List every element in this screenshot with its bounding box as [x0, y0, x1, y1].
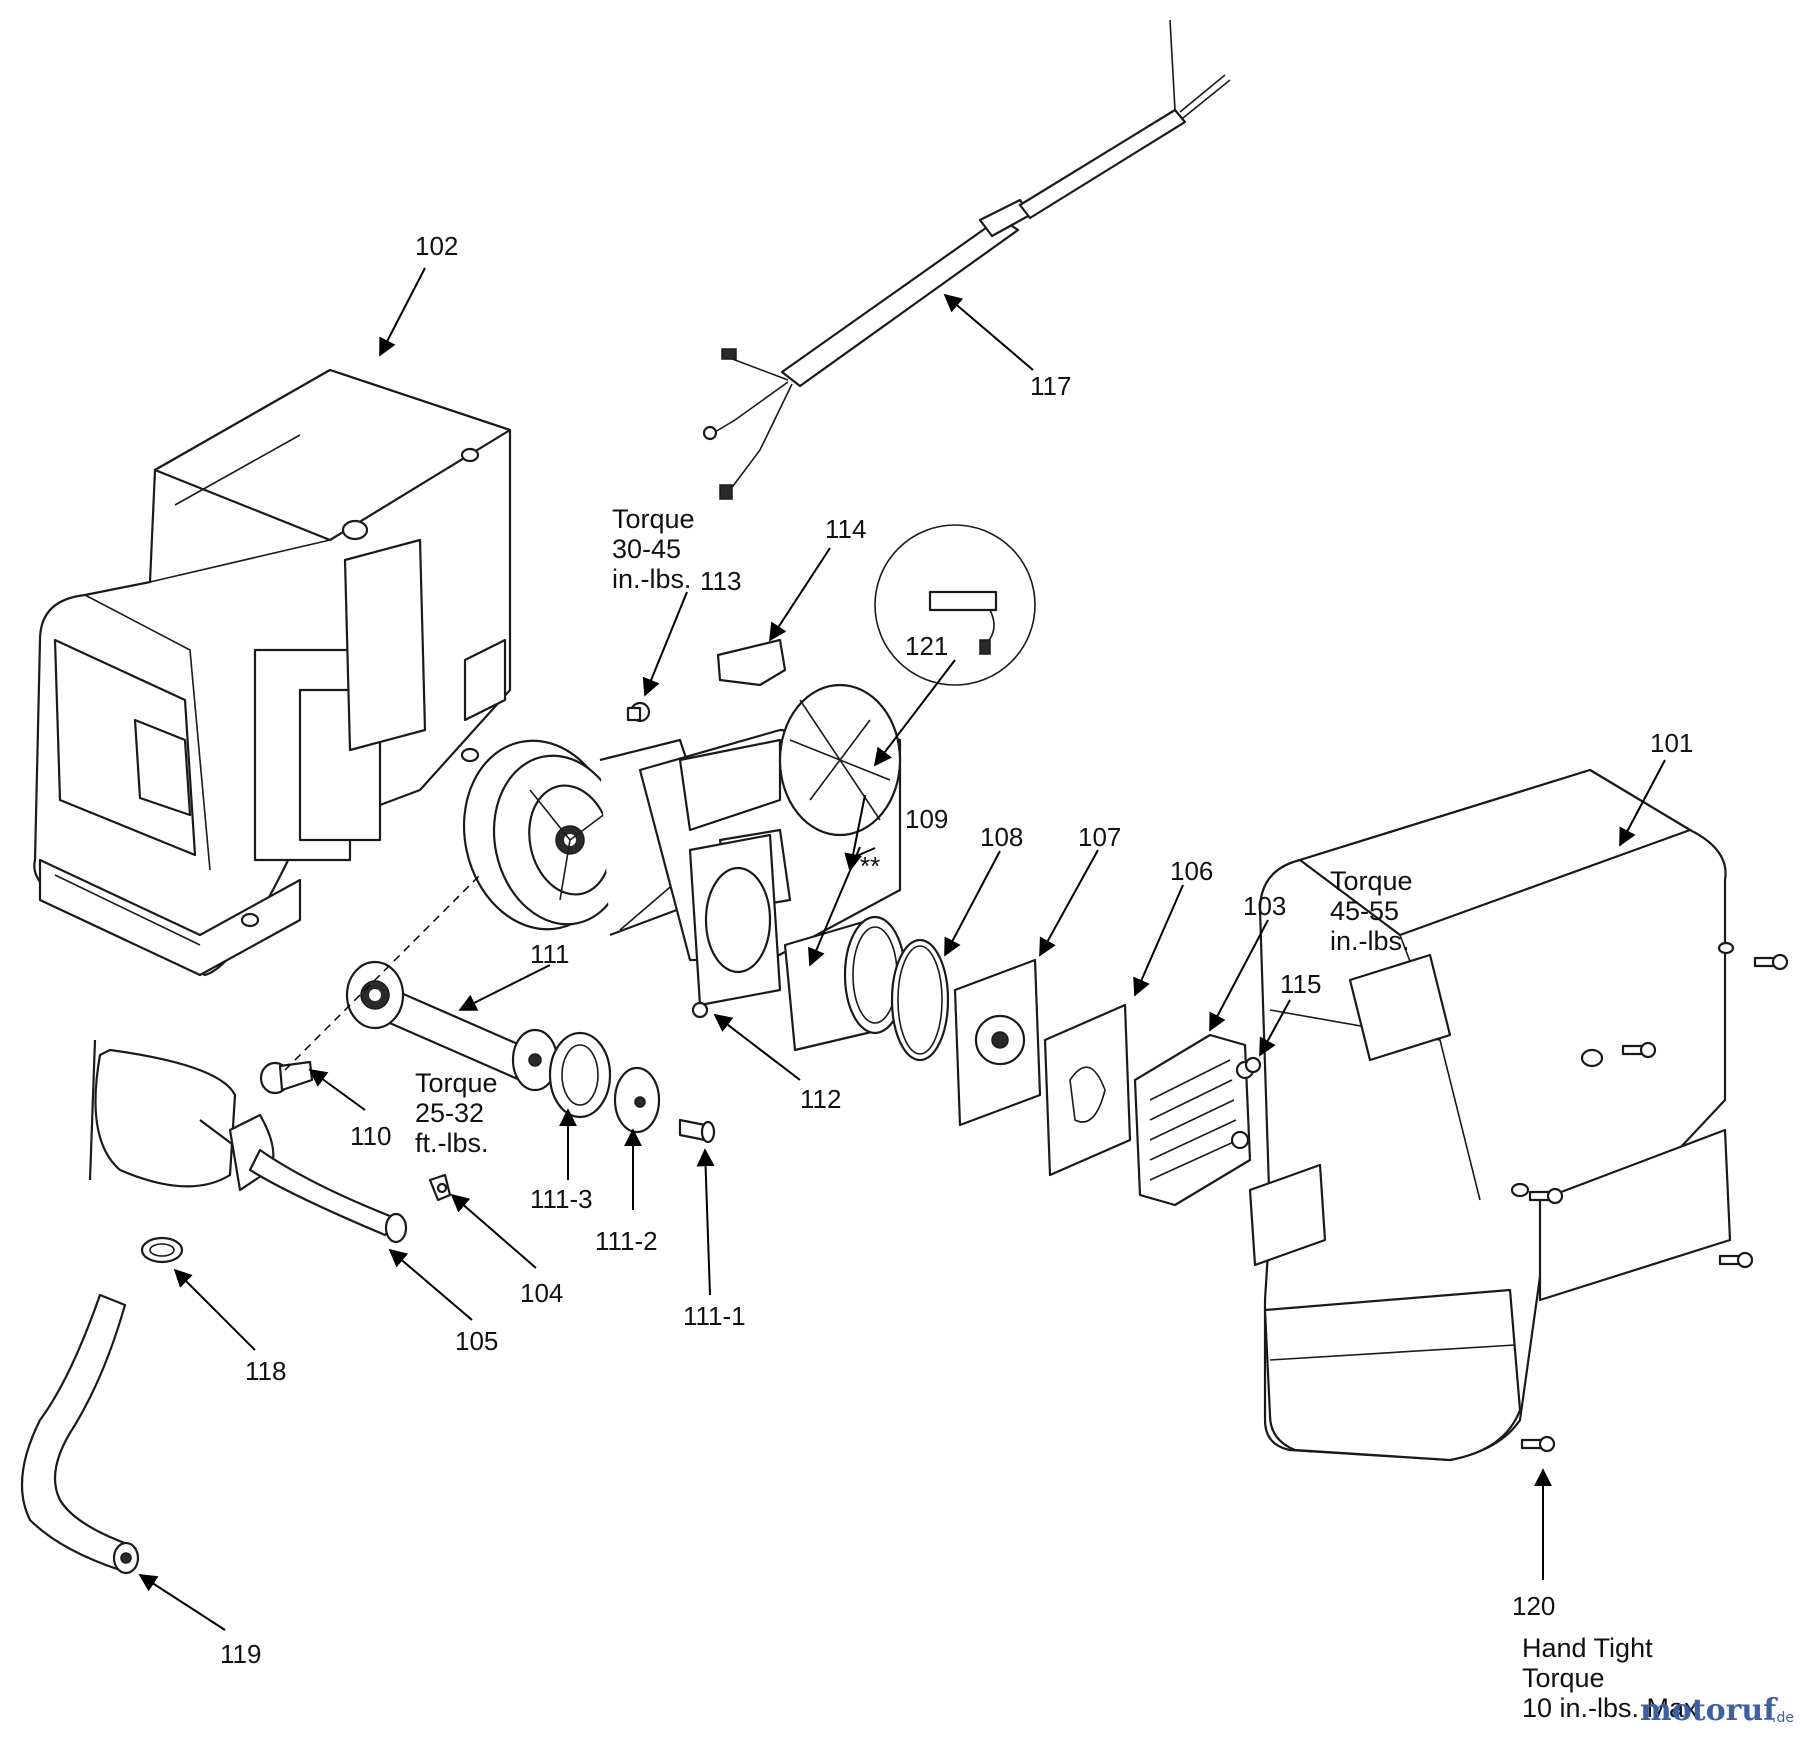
svg-text:45-55: 45-55: [1330, 896, 1399, 926]
label-108: 108: [980, 822, 1023, 852]
label-103: 103: [1243, 891, 1286, 921]
part-labels: 102 117 114 113 121 101 109 108 107 106 …: [220, 231, 1693, 1669]
label-111: 111: [530, 939, 570, 969]
retainer-111-3: [548, 1031, 612, 1119]
svg-text:ft.-lbs.: ft.-lbs.: [415, 1128, 489, 1158]
screw-icon: [1753, 953, 1789, 971]
svg-text:Torque: Torque: [612, 504, 695, 534]
label-117: 117: [1030, 371, 1071, 401]
svg-text:30-45: 30-45: [612, 534, 681, 564]
detail-121: [874, 524, 1036, 686]
connecting-rod-111: [345, 960, 559, 1092]
label-112: 112: [800, 1084, 841, 1114]
screw-icon: [1718, 1251, 1754, 1269]
screw-icon: [1621, 1041, 1657, 1059]
label-107: 107: [1078, 822, 1121, 852]
svg-text:25-32: 25-32: [415, 1098, 484, 1128]
screw-111-1: [678, 1118, 716, 1144]
outlet-tube-105: [88, 1039, 408, 1244]
right-shroud-101: [1248, 768, 1735, 1462]
label-115: 115: [1280, 969, 1321, 999]
washer-111-2: [613, 1066, 661, 1134]
hose-119: [20, 1293, 140, 1575]
shroud-screws: [1520, 953, 1789, 1453]
label-118: 118: [245, 1356, 286, 1386]
label-113: 113: [700, 566, 741, 596]
screw-110: [259, 1060, 314, 1095]
svg-text:Torque: Torque: [1330, 866, 1413, 896]
label-106: 106: [1170, 856, 1213, 886]
label-104: 104: [520, 1278, 563, 1308]
label-121: 121: [905, 631, 948, 661]
torque-note-101: Torque 45-55 in.-lbs.: [1330, 866, 1413, 956]
screw-icon: [1520, 1435, 1556, 1453]
label-109: 109: [905, 804, 948, 834]
torque-note-111: Torque 25-32 ft.-lbs.: [415, 1068, 498, 1158]
svg-text:.de: .de: [1772, 1710, 1794, 1726]
svg-text:motoruf: motoruf: [1640, 1693, 1778, 1728]
label-119: 119: [220, 1639, 261, 1669]
label-110: 110: [350, 1121, 391, 1151]
block-114: [716, 638, 787, 687]
svg-text:Hand Tight: Hand Tight: [1522, 1633, 1653, 1663]
svg-text:in.-lbs.: in.-lbs.: [612, 564, 692, 594]
label-111-1: 111-1: [683, 1301, 746, 1331]
screw-113: [626, 701, 651, 723]
assembly-axis-dashed: [284, 874, 481, 1071]
svg-text:in.-lbs.: in.-lbs.: [1330, 926, 1410, 956]
screw-icon: [1528, 1187, 1564, 1205]
clip-104: [428, 1173, 452, 1202]
watermark-logo: motoruf .de: [1640, 1693, 1794, 1728]
left-shroud-102: [33, 368, 512, 977]
label-111-3: 111-3: [530, 1184, 593, 1214]
torque-note-113: Torque 30-45 in.-lbs.: [612, 504, 695, 594]
leader-lines: [138, 267, 1666, 1631]
svg-text:Torque: Torque: [415, 1068, 498, 1098]
svg-text:Torque: Torque: [1522, 1663, 1605, 1693]
hose-clamp-118: [140, 1236, 184, 1264]
label-111-2: 111-2: [595, 1226, 658, 1256]
power-cord-117: [702, 19, 1231, 500]
label-101: 101: [1650, 728, 1693, 758]
label-114: 114: [825, 514, 866, 544]
label-120: 120: [1512, 1591, 1555, 1621]
pump-motor-assembly: [462, 683, 1262, 1207]
torque-note-120: Hand Tight Torque 10 in.-lbs. Max: [1522, 1633, 1698, 1723]
label-102: 102: [415, 231, 458, 261]
svg-text:10 in.-lbs. Max: 10 in.-lbs. Max: [1522, 1693, 1698, 1723]
motor-mark: **: [860, 851, 880, 881]
label-105: 105: [455, 1326, 498, 1356]
